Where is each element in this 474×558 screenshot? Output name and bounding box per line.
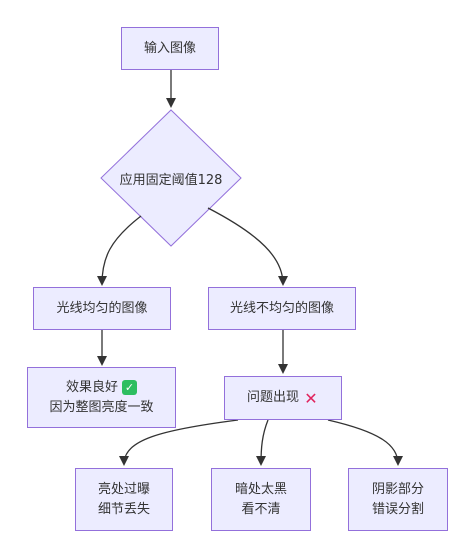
uniform-light-node: 光线均匀的图像 bbox=[33, 287, 171, 330]
dark-line2: 看不清 bbox=[241, 501, 281, 517]
good-result-line2: 因为整图亮度一致 bbox=[49, 399, 154, 415]
edge-decision-uniform bbox=[97, 215, 142, 286]
cross-mark-icon: ✕ bbox=[304, 388, 318, 408]
dark-too-black-node: 暗处太黑 看不清 bbox=[211, 468, 311, 531]
dark-line1: 暗处太黑 bbox=[234, 481, 287, 497]
decision-diamond bbox=[100, 109, 242, 247]
decision-label: 应用固定阈值128 bbox=[119, 173, 223, 188]
input-image-node: 输入图像 bbox=[121, 27, 219, 70]
check-mark-icon: ✓ bbox=[122, 379, 137, 395]
bright-overexposed-node: 亮处过曝 细节丢失 bbox=[75, 468, 173, 531]
uniform-light-label: 光线均匀的图像 bbox=[56, 300, 148, 316]
shadow-line2: 错误分割 bbox=[371, 501, 424, 517]
problem-label: 问题出现 bbox=[246, 390, 299, 405]
edge-decision-nonuniform bbox=[207, 207, 288, 286]
nonuniform-light-label: 光线不均匀的图像 bbox=[229, 300, 334, 316]
good-result-line1-row: 效果良好✓ bbox=[66, 378, 137, 398]
input-image-label: 输入图像 bbox=[143, 40, 196, 56]
nonuniform-light-node: 光线不均匀的图像 bbox=[208, 287, 356, 330]
edge-problem-bright bbox=[119, 419, 239, 466]
good-result-line1: 效果良好 bbox=[65, 379, 118, 395]
shadow-missegment-node: 阴影部分 错误分割 bbox=[348, 468, 448, 531]
problem-node: 问题出现 ✕ bbox=[224, 376, 342, 420]
edge-problem-shadow bbox=[327, 419, 403, 466]
shadow-line1: 阴影部分 bbox=[371, 481, 424, 497]
good-result-node: 效果良好✓ 因为整图亮度一致 bbox=[27, 367, 176, 428]
edge-problem-dark bbox=[256, 419, 269, 466]
bright-line2: 细节丢失 bbox=[97, 501, 150, 517]
bright-line1: 亮处过曝 bbox=[97, 481, 150, 497]
